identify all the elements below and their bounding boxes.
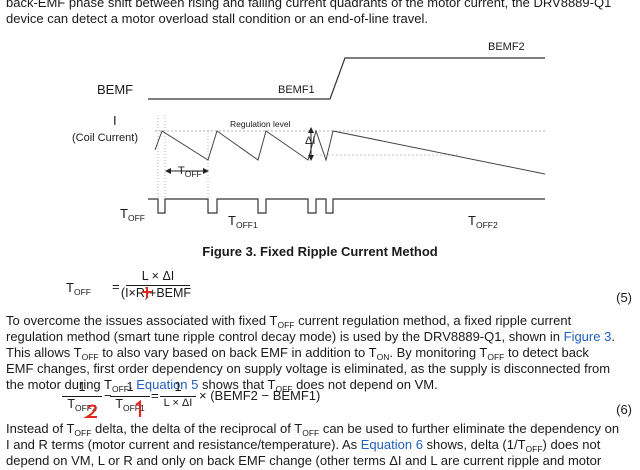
para1-line-3: This allows TOFF to also vary based on b… bbox=[6, 345, 589, 362]
coil-current-trace bbox=[154, 129, 546, 175]
para1-line-5: the motor during TOFF. Equation 5 shows … bbox=[6, 377, 438, 394]
bemf-axis-label: BEMF bbox=[97, 82, 134, 97]
eq6-den-2: TOFF1 bbox=[115, 397, 145, 413]
eq6-minus: − bbox=[104, 388, 112, 403]
eq5-denominator: (I×R)+BEMF bbox=[120, 286, 192, 300]
eq5-equals: = bbox=[112, 279, 120, 294]
figure-caption: Figure 3. Fixed Ripple Current Method bbox=[202, 244, 438, 259]
toff-axis-label: TOFF bbox=[120, 206, 145, 223]
coil-current-label: (Coil Current) bbox=[72, 132, 139, 144]
equation-5-link[interactable]: Equation 5 bbox=[136, 377, 199, 392]
toff1-label: TOFF1 bbox=[228, 213, 258, 230]
toff-pulse-trace bbox=[148, 198, 545, 214]
figure-3-link[interactable]: Figure 3 bbox=[563, 329, 612, 344]
intro-line-2: device can detect a motor overload stall… bbox=[6, 11, 429, 26]
eq6-den-3: L × ΔI bbox=[163, 397, 193, 409]
eq5-numerator: L × ΔI bbox=[141, 269, 175, 283]
eq6-rhs: × (BEMF2 − BEMF1) bbox=[199, 388, 321, 403]
bemf-trace bbox=[148, 57, 545, 100]
bemf2-label: BEMF2 bbox=[488, 41, 525, 53]
eq6-number: (6) bbox=[616, 402, 632, 417]
toff-interval-label: TOFF bbox=[178, 165, 202, 179]
eq6-num-2: 1 bbox=[126, 380, 134, 394]
para2-line-2: I and R terms (motor current and resista… bbox=[6, 437, 601, 454]
current-axis-label: I bbox=[113, 113, 117, 128]
eq6-equals: = bbox=[151, 388, 159, 403]
eq6-num-3: 1 bbox=[174, 380, 182, 394]
intro-line-1: back-EMF phase shift between rising and … bbox=[6, 0, 612, 10]
eq5-fraction-bar bbox=[126, 285, 190, 286]
toff2-label: TOFF2 bbox=[468, 213, 498, 230]
equation-6-link[interactable]: Equation 6 bbox=[360, 437, 423, 452]
para2-line-1: Instead of TOFF delta, the delta of the … bbox=[6, 421, 620, 438]
delta-i-label: ΔI bbox=[305, 135, 316, 147]
bemf1-label: BEMF1 bbox=[278, 84, 315, 96]
eq6-num-1: 1 bbox=[78, 380, 86, 394]
para2-line-3: depend on VM, L or R and only on back EM… bbox=[6, 453, 602, 468]
para1-line-1: To overcome the issues associated with f… bbox=[6, 313, 572, 330]
regulation-level-label: Regulation level bbox=[230, 119, 291, 129]
eq6-den-1: TOFF2 bbox=[67, 397, 97, 413]
eq5-number: (5) bbox=[616, 290, 632, 305]
eq5-lhs: TOFF bbox=[66, 280, 91, 297]
fixed-ripple-figure bbox=[148, 57, 546, 214]
para1-line-4: EMF changes, first order dependency on s… bbox=[6, 361, 611, 376]
para1-line-2: regulation method (smart tune ripple con… bbox=[6, 329, 615, 344]
